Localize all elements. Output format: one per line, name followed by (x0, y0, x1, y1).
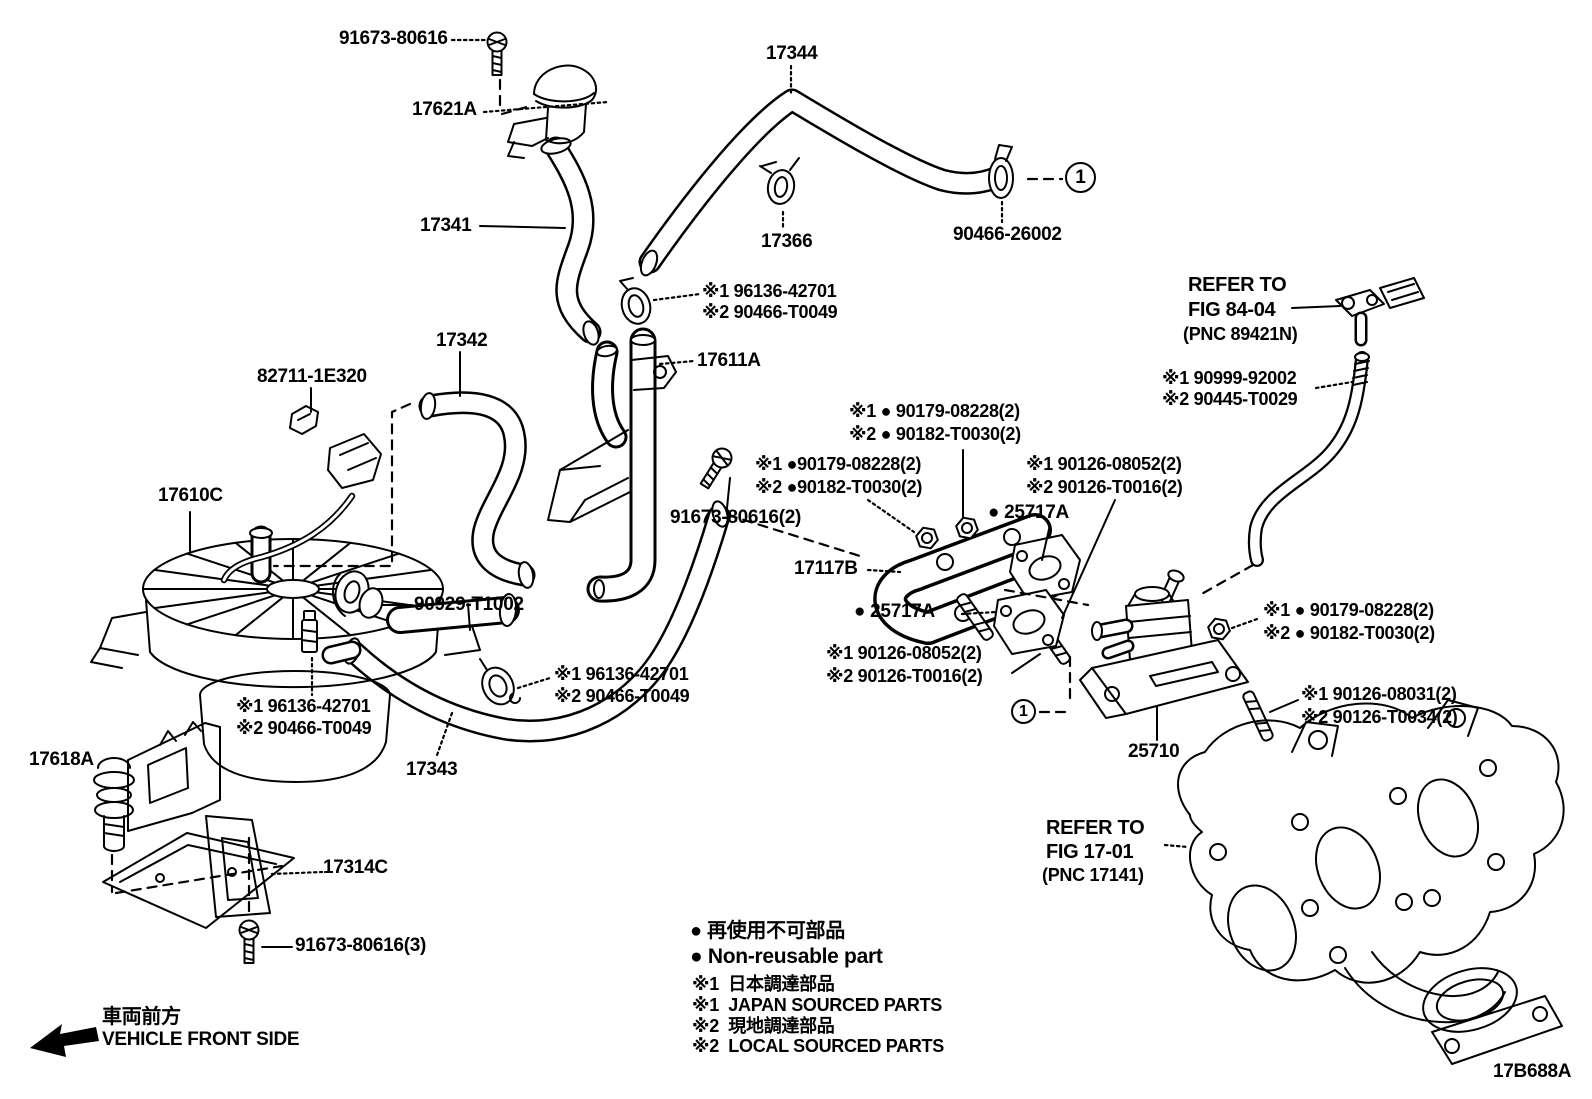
legend-local-en: ※2 LOCAL SOURCED PARTS (692, 1036, 944, 1056)
part-17344: 17344 (766, 43, 818, 64)
part-25717A-a: ● 25717A (988, 502, 1069, 523)
alt-90182-T0030-b2: ※2 ●90182-T0030(2) (755, 477, 923, 497)
alt-90126-08031-1: ※1 90126-08031(2) (1301, 684, 1457, 704)
part-17611A: 17611A (697, 350, 761, 371)
alt-90179-08228-b1: ※1 ●90179-08228(2) (755, 454, 922, 474)
part-91673-80616-2: 91673-80616(2) (670, 507, 802, 528)
alt-90182-T0030-c2: ※2 ● 90182-T0030(2) (1263, 623, 1435, 643)
part-17342: 17342 (436, 330, 488, 351)
alt-90445-T0029: ※2 90445-T0029 (1162, 389, 1298, 409)
refer-fig84-line1: REFER TO (1188, 274, 1287, 296)
alt-90126-T0016-a2: ※2 90126-T0016(2) (1026, 477, 1183, 497)
part-17618A: 17618A (29, 749, 94, 770)
callout-circle-1: 1 (1065, 162, 1096, 193)
legend-nonreusable-en: ● Non-reusable part (690, 945, 883, 968)
alt-90179-08228-a1: ※1 ● 90179-08228(2) (849, 401, 1020, 421)
alt-96136-42701-top: ※1 96136-42701 (702, 281, 837, 301)
part-90929-T1002: 90929-T1002 (414, 594, 524, 615)
front-side-arrow (30, 1024, 99, 1057)
part-17366: 17366 (761, 231, 813, 252)
alt-90126-08052-b1: ※1 90126-08052(2) (826, 643, 982, 663)
part-17621A: 17621A (412, 99, 477, 120)
part-17343: 17343 (406, 759, 458, 780)
legend-nonreusable-jp: ● 再使用不可部品 (690, 920, 845, 942)
part-17341: 17341 (420, 215, 472, 236)
alt-90466-T0049-low: ※2 90466-T0049 (236, 718, 372, 738)
alt-90126-T0016-b2: ※2 90126-T0016(2) (826, 666, 983, 686)
part-25710: 25710 (1128, 741, 1180, 762)
alt-90466-T0049-top: ※2 90466-T0049 (702, 302, 838, 322)
front-side-en: VEHICLE FRONT SIDE (102, 1029, 300, 1050)
callout-circle-2: 1 (1011, 699, 1036, 724)
part-91673-80616-3: 91673-80616(3) (295, 935, 427, 956)
figure-code: 17B688A (1493, 1061, 1572, 1082)
refer-fig84-line3: (PNC 89421N) (1183, 324, 1298, 344)
part-90466-26002: 90466-26002 (953, 224, 1062, 245)
alt-90179-08228-c1: ※1 ● 90179-08228(2) (1263, 600, 1434, 620)
part-82711-1E320: 82711-1E320 (257, 366, 367, 387)
refer-fig17-line3: (PNC 17141) (1042, 865, 1144, 885)
alt-90126-T0034-2: ※2 90126-T0034(2) (1301, 707, 1458, 727)
refer-fig17-line2: FIG 17-01 (1046, 841, 1134, 863)
legend-japan-en: ※1 JAPAN SOURCED PARTS (692, 995, 942, 1015)
alt-96136-42701-mid: ※1 96136-42701 (554, 664, 689, 684)
refer-fig84-line2: FIG 84-04 (1188, 299, 1276, 321)
legend-japan-jp: ※1 日本調達部品 (692, 974, 835, 994)
alt-90126-08052-a1: ※1 90126-08052(2) (1026, 454, 1182, 474)
legend-local-jp: ※2 現地調達部品 (692, 1016, 835, 1036)
part-25717A-b: ● 25717A (854, 601, 935, 622)
part-91673-80616: 91673-80616 (339, 28, 448, 49)
front-side-jp: 車両前方 (102, 1006, 181, 1028)
part-17314C: 17314C (323, 857, 388, 878)
alt-96136-42701-low: ※1 96136-42701 (236, 696, 371, 716)
part-17610C: 17610C (158, 485, 223, 506)
alt-90999-92002: ※1 90999-92002 (1162, 368, 1297, 388)
alt-90466-T0049-mid: ※2 90466-T0049 (554, 686, 690, 706)
part-17117B: 17117B (794, 558, 858, 579)
alt-90182-T0030-a2: ※2 ● 90182-T0030(2) (849, 424, 1021, 444)
refer-fig17-line1: REFER TO (1046, 817, 1145, 839)
